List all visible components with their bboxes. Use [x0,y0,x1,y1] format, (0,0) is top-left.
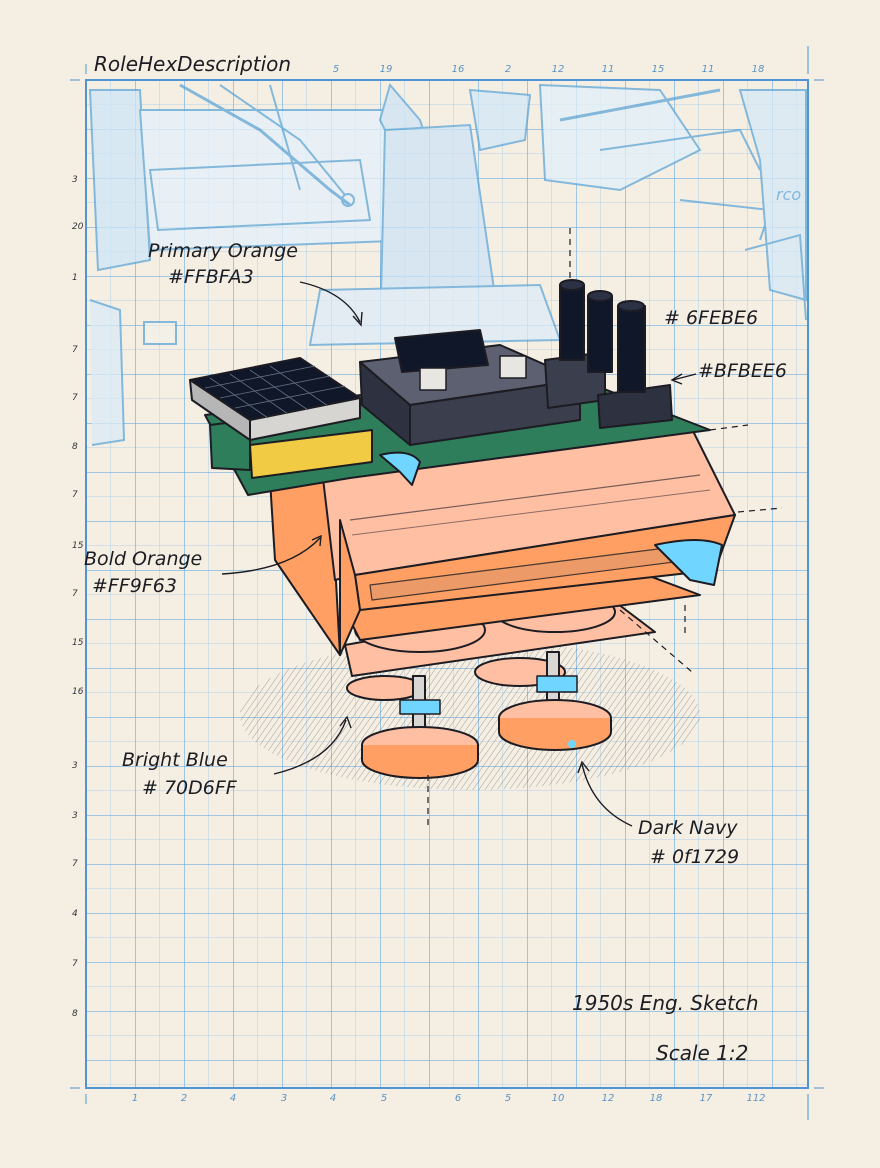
bold-orange-label: Bold Orange [84,548,202,570]
dark-navy-hex: # 0f1729 [650,846,739,868]
ruler-left-label: 20 [72,222,84,232]
hex-bfbee6-label: #BFBEE6 [698,360,787,382]
ruler-top-label: 11 [702,64,715,75]
ruler-top-label: 16 [452,64,465,75]
ruler-bottom-label: 4 [330,1093,336,1104]
ruler-bottom-label: 112 [746,1093,765,1104]
ruler-left-label: 16 [72,687,84,697]
ruler-bottom-label: 4 [230,1093,236,1104]
svg-text:rco: rco [776,185,801,204]
ruler-bottom-label: 5 [505,1093,511,1104]
bright-blue-hex: # 70D6FF [142,777,238,799]
ruler-bottom-label: 12 [602,1093,615,1104]
ruler-left-label: 7 [72,393,78,403]
ruler-left-label: 8 [72,442,78,452]
ruler-top-label: 15 [652,64,665,75]
primary-orange-label: Primary Orange [148,240,298,262]
ruler-left-label: 3 [72,811,78,821]
ruler-left-label: 8 [72,1009,78,1019]
hex-6febe6-label: # 6FEBE6 [664,307,758,329]
dark-navy-label: Dark Navy [638,817,738,839]
ruler-bottom-label: 17 [700,1093,713,1104]
ruler-left-label: 1 [72,273,78,283]
ruler-left-label: 7 [72,345,78,355]
bold-orange-hex: #FF9F63 [92,575,177,597]
ruler-top-label: 5 [333,64,339,75]
background-machine-sketch: rco [88,82,807,446]
era-note: 1950s Eng. Sketch [572,991,759,1015]
bright-blue-label: Bright Blue [122,749,228,771]
dashed-centerlines [427,228,783,828]
ruler-left-label: 15 [72,541,84,551]
ruler-bottom-label: 5 [381,1093,387,1104]
corner-marks [70,46,824,1120]
shadow-hatching [240,640,700,790]
device-feet [346,651,612,779]
ruler-top-label: 18 [752,64,765,75]
ruler-left-label: 15 [72,638,84,648]
ruler-bottom-label: 10 [552,1093,565,1104]
ruler-top-label: 2 [505,64,511,75]
ruler-left-label: 7 [72,959,78,969]
sheet-title: RoleHexDescription [94,52,291,76]
ruler-bottom-label: 3 [281,1093,287,1104]
ruler-left-label: 7 [72,490,78,500]
ruler-left-label: 3 [72,175,78,185]
ruler-top-label: 11 [602,64,615,75]
ruler-bottom-label: 2 [181,1093,187,1104]
device-illustration [189,279,736,779]
scale-note: Scale 1:2 [656,1041,748,1065]
ruler-bottom-label: 18 [650,1093,663,1104]
leader-arrows [221,281,697,827]
ruler-left-label: 4 [72,909,78,919]
ruler-bottom-label: 6 [455,1093,461,1104]
ruler-top-label: 19 [380,64,393,75]
ruler-left-label: 7 [72,859,78,869]
ruler-left-label: 7 [72,589,78,599]
ruler-left: 3 20 1 7 7 8 7 15 7 15 16 3 3 7 4 7 8 [72,175,84,1019]
ruler-left-label: 3 [72,761,78,771]
ruler-top: 5 19 16 2 12 11 15 11 18 [333,64,765,75]
ruler-bottom-label: 1 [132,1093,138,1104]
ruler-top-label: 12 [552,64,565,75]
primary-orange-hex: #FFBFA3 [168,266,254,288]
